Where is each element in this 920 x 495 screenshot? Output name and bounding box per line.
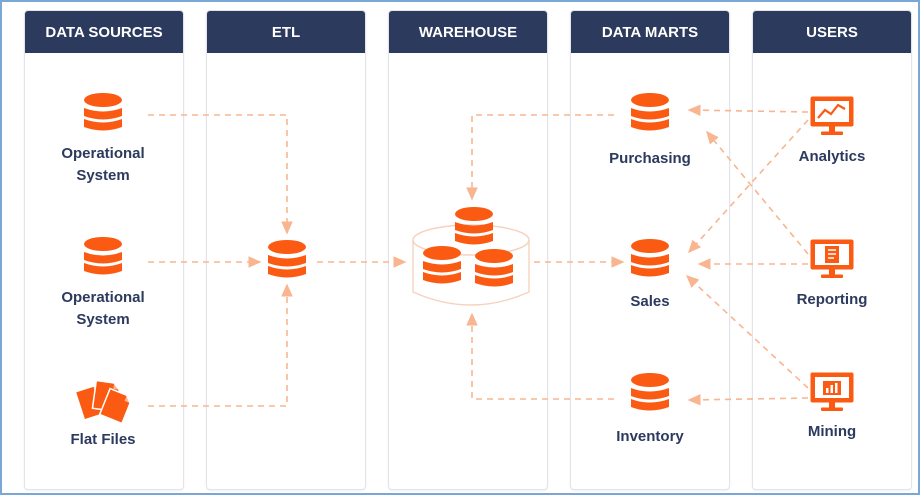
column-header-warehouse: WAREHOUSE bbox=[389, 11, 547, 53]
files-icon bbox=[76, 379, 131, 425]
database-icon bbox=[631, 239, 669, 277]
connector-source1-etl bbox=[148, 114, 293, 235]
label-purchasing: Purchasing bbox=[609, 150, 691, 167]
label-line: Operational bbox=[61, 145, 145, 162]
column-header-data-sources: DATA SOURCES bbox=[25, 11, 183, 53]
column-etl: ETL bbox=[206, 10, 366, 490]
warehouse-database-icon bbox=[423, 246, 461, 284]
column-warehouse: WAREHOUSE bbox=[388, 10, 548, 490]
warehouse-cylinder-icon bbox=[412, 224, 530, 306]
monitor-barchart-icon bbox=[810, 372, 854, 411]
monitor-report-icon bbox=[810, 239, 854, 278]
connector-purchasing-warehouse bbox=[466, 114, 614, 201]
database-icon bbox=[84, 93, 122, 131]
database-icon bbox=[84, 237, 122, 275]
connector-inventory-warehouse bbox=[466, 312, 614, 400]
database-icon bbox=[631, 93, 669, 131]
label-operational-system-2: Operational System bbox=[33, 287, 173, 331]
database-icon bbox=[631, 373, 669, 411]
label-flat-files: Flat Files bbox=[70, 431, 136, 448]
label-reporting: Reporting bbox=[796, 291, 868, 308]
column-header-data-marts: DATA MARTS bbox=[571, 11, 729, 53]
etl-database-icon bbox=[268, 240, 306, 278]
warehouse-database-icon bbox=[455, 207, 493, 245]
label-inventory: Inventory bbox=[616, 428, 684, 445]
label-analytics: Analytics bbox=[798, 148, 866, 165]
label-line: System bbox=[76, 311, 130, 328]
column-header-users: USERS bbox=[753, 11, 911, 53]
connector-mining-sales bbox=[685, 275, 809, 389]
label-mining: Mining bbox=[807, 423, 857, 440]
connector-mining-inventory bbox=[687, 394, 809, 406]
label-line: Operational bbox=[61, 289, 145, 306]
connector-reporting-purchasing bbox=[706, 130, 809, 255]
connector-analytics-sales bbox=[688, 119, 809, 254]
warehouse-database-icon bbox=[475, 249, 513, 287]
label-line: System bbox=[76, 167, 130, 184]
monitor-chart-icon bbox=[810, 96, 854, 135]
label-operational-system-1: Operational System bbox=[33, 143, 173, 187]
connector-flat-etl bbox=[148, 283, 293, 407]
label-sales: Sales bbox=[630, 293, 670, 310]
column-header-etl: ETL bbox=[207, 11, 365, 53]
connector-analytics-purchasing bbox=[687, 104, 809, 116]
